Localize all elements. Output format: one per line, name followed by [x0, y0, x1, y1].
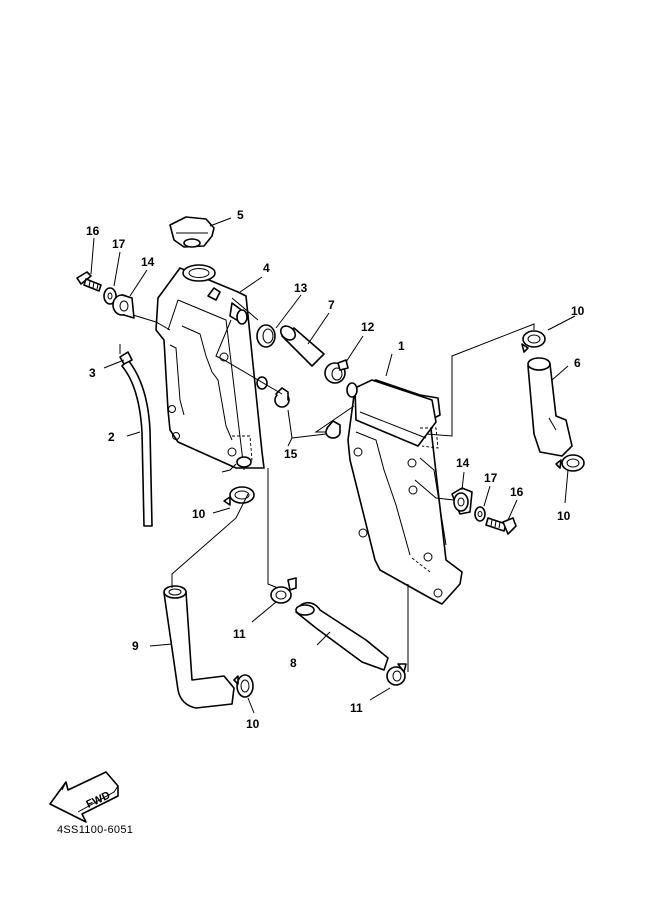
callout-17-left: 17 [112, 237, 126, 251]
callout-3: 3 [89, 366, 96, 380]
callout-17-right: 17 [484, 471, 498, 485]
drawing-code: 4SS1100-6051 [57, 824, 134, 836]
callout-11-right: 11 [350, 701, 363, 715]
hose-clamp-11-left [270, 577, 297, 604]
collar-left [112, 294, 135, 319]
overflow-hose [121, 359, 153, 527]
bolt-right [485, 517, 517, 535]
right-radiator [346, 379, 463, 605]
callout-8: 8 [290, 656, 297, 670]
hose-clamp-top-right [521, 330, 546, 353]
assembly-lines [119, 297, 535, 672]
hose-clip [119, 351, 133, 365]
callout-6: 6 [574, 356, 581, 370]
radiator-hose-6 [527, 357, 573, 457]
callout-10-right: 10 [557, 509, 571, 523]
radiator-hose-9 [163, 585, 235, 709]
callout-4: 4 [263, 261, 270, 275]
callout-10-top-right: 10 [571, 304, 585, 318]
grommet-b [325, 420, 341, 439]
hose-clamp-11-right [386, 663, 407, 686]
callout-7: 7 [328, 298, 335, 312]
collar-right [451, 487, 473, 515]
callout-13: 13 [294, 281, 308, 295]
callout-11-left: 11 [233, 627, 246, 641]
callout-10-left: 10 [192, 507, 206, 521]
hose-clamp-13 [256, 324, 276, 348]
callout-leaders [90, 217, 576, 714]
joint-hose [279, 325, 325, 367]
callout-5: 5 [237, 208, 244, 222]
washer-left [103, 287, 117, 305]
left-radiator [155, 264, 268, 471]
callout-16-right: 16 [510, 485, 524, 499]
washer-right [474, 506, 486, 522]
callout-15: 15 [284, 447, 298, 461]
hose-clamp-12 [324, 359, 349, 384]
hose-clamp-right-lower [555, 454, 585, 472]
water-pipe-8 [295, 601, 389, 671]
callout-9: 9 [132, 639, 139, 653]
callout-10-bottom: 10 [246, 717, 260, 731]
callout-1: 1 [398, 339, 405, 353]
callout-16-left: 16 [86, 224, 100, 238]
radiator-cap [169, 216, 215, 248]
hose-clamp-left-upper [223, 486, 255, 506]
fwd-arrow: FWD [49, 771, 119, 823]
callout-labels: 1 2 3 4 5 6 7 8 9 10 10 10 10 11 11 12 1… [86, 208, 585, 731]
callout-14-left: 14 [141, 255, 155, 269]
hose-clamp-left-lower [233, 674, 254, 698]
bolt-left [76, 271, 102, 292]
callout-2: 2 [108, 430, 115, 444]
callout-12: 12 [361, 320, 375, 334]
callout-14-right: 14 [456, 456, 470, 470]
